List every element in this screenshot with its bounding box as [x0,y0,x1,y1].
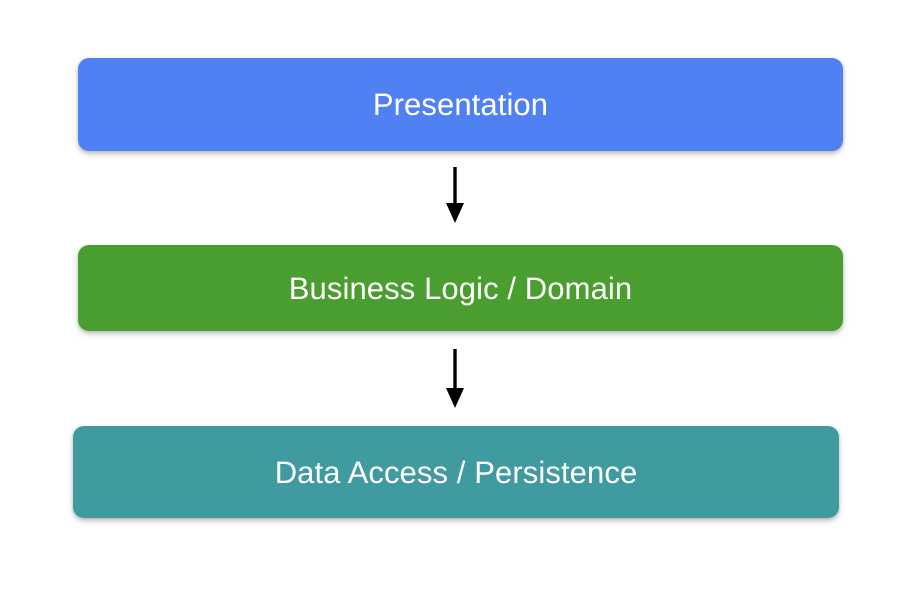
layer-label-business-logic: Business Logic / Domain [288,270,633,306]
layer-box-business-logic[interactable]: Business Logic / Domain [78,245,843,331]
arrow-presentation-to-business [446,167,464,223]
layer-label-presentation: Presentation [372,87,549,122]
layer-box-data-access[interactable]: Data Access / Persistence [73,426,839,518]
arrow-head-icon [446,388,464,408]
arrow-business-to-data [446,349,464,408]
layer-label-data-access: Data Access / Persistence [274,454,638,490]
layer-box-presentation[interactable]: Presentation [78,58,843,151]
arrow-head-icon [446,203,464,223]
